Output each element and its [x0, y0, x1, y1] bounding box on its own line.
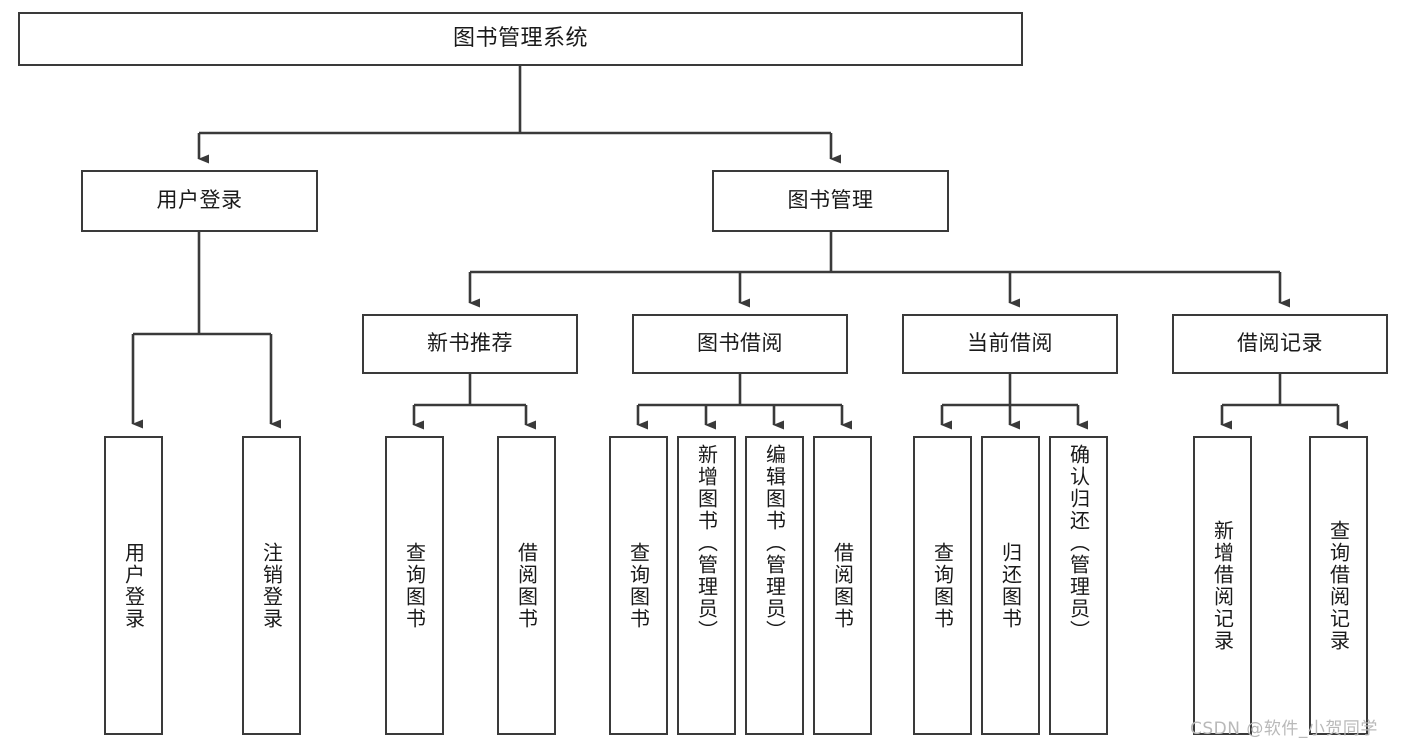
node-root-book-management-system[interactable]: 图书管理系统 — [18, 12, 1023, 66]
node-label: 用户登录 — [121, 541, 146, 630]
node-label: 图书管理系统 — [452, 25, 588, 51]
node-label: 借阅图书 — [830, 541, 855, 630]
node-leaf-query-book-borrow[interactable]: 查询图书 — [609, 436, 668, 735]
node-leaf-add-book-admin[interactable]: 新增图书（管理员） — [677, 436, 736, 735]
node-leaf-borrow-book[interactable]: 借阅图书 — [813, 436, 872, 735]
node-leaf-query-book-recommend[interactable]: 查询图书 — [385, 436, 444, 735]
node-leaf-borrow-book-recommend[interactable]: 借阅图书 — [497, 436, 556, 735]
node-label: 新增借阅记录 — [1210, 519, 1235, 652]
node-leaf-return-book[interactable]: 归还图书 — [981, 436, 1040, 735]
node-label: 确认归还（管理员） — [1066, 444, 1091, 642]
node-label: 新书推荐 — [427, 331, 513, 356]
node-label: 用户登录 — [156, 188, 243, 213]
node-label: 借阅记录 — [1237, 331, 1323, 356]
csdn-watermark: CSDN @软件_小贺同学 — [1190, 719, 1378, 739]
node-current-borrow[interactable]: 当前借阅 — [902, 314, 1118, 374]
node-label: 查询图书 — [626, 541, 651, 630]
node-leaf-confirm-return-admin[interactable]: 确认归还（管理员） — [1049, 436, 1108, 735]
node-user-login[interactable]: 用户登录 — [81, 170, 318, 232]
node-label: 查询图书 — [402, 541, 427, 630]
node-label: 图书管理 — [787, 188, 874, 213]
node-label: 归还图书 — [998, 541, 1023, 630]
node-leaf-logout-login[interactable]: 注销登录 — [242, 436, 301, 735]
node-leaf-edit-book-admin[interactable]: 编辑图书（管理员） — [745, 436, 804, 735]
node-label: 新增图书（管理员） — [694, 444, 719, 642]
node-leaf-add-borrow-record[interactable]: 新增借阅记录 — [1193, 436, 1252, 735]
node-label: 查询借阅记录 — [1326, 519, 1351, 652]
node-label: 编辑图书（管理员） — [762, 444, 787, 642]
node-book-borrow[interactable]: 图书借阅 — [632, 314, 848, 374]
node-book-management[interactable]: 图书管理 — [712, 170, 949, 232]
node-label: 查询图书 — [930, 541, 955, 630]
node-borrow-record[interactable]: 借阅记录 — [1172, 314, 1388, 374]
node-label: 图书借阅 — [697, 331, 783, 356]
node-new-book-recommend[interactable]: 新书推荐 — [362, 314, 578, 374]
node-leaf-user-login[interactable]: 用户登录 — [104, 436, 163, 735]
node-label: 注销登录 — [259, 541, 284, 630]
node-label: 借阅图书 — [514, 541, 539, 630]
node-label: 当前借阅 — [967, 331, 1053, 356]
node-leaf-query-borrow-record[interactable]: 查询借阅记录 — [1309, 436, 1368, 735]
node-leaf-query-book-current[interactable]: 查询图书 — [913, 436, 972, 735]
